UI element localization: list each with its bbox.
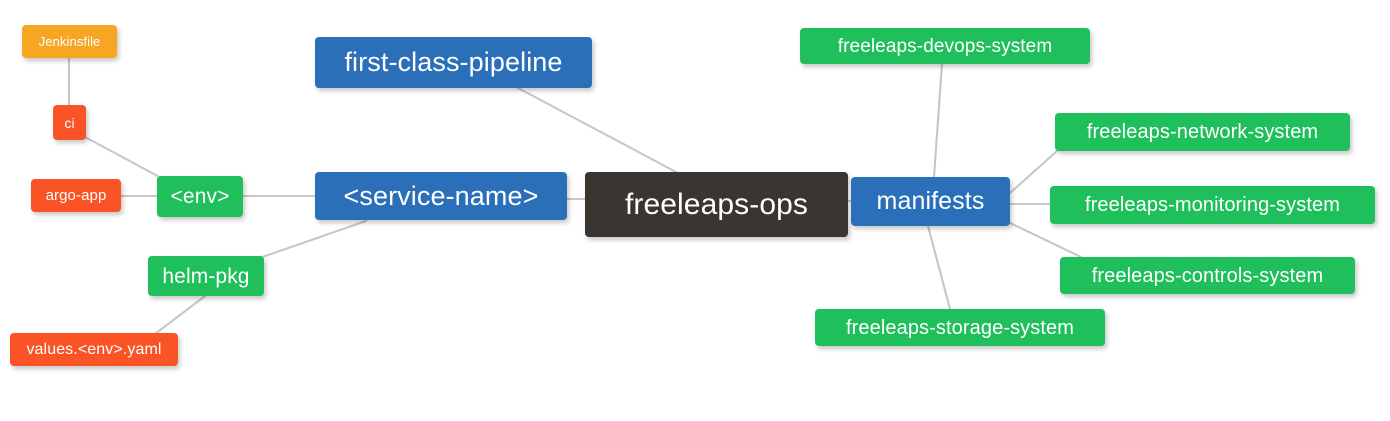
edge-manifests-storagesystem: [926, 224, 952, 311]
node-service-name-label: <service-name>: [343, 180, 539, 211]
node-first-class-pipeline-label: first-class-pipeline: [344, 47, 563, 77]
node-freeleaps-network-system-label: freeleaps-network-system: [1086, 121, 1319, 143]
edge-helmpkg-servicename: [246, 219, 368, 264]
node-service-name[interactable]: <service-name>: [315, 172, 567, 220]
node-freeleaps-controls-system-label: freeleaps-controls-system: [1091, 264, 1324, 287]
node-jenkinsfile-label: Jenkinsfile: [38, 34, 101, 49]
node-root-freeleaps-ops-label: freeleaps-ops: [624, 187, 809, 221]
node-freeleaps-storage-system-label: freeleaps-storage-system: [845, 316, 1075, 339]
node-values-yaml[interactable]: values.<env>.yaml: [10, 333, 178, 366]
node-root-freeleaps-ops[interactable]: freeleaps-ops: [585, 172, 848, 237]
edge-firstclasspipeline-root: [516, 86, 678, 174]
node-freeleaps-monitoring-system[interactable]: freeleaps-monitoring-system: [1050, 186, 1375, 224]
node-helm-pkg-label: helm-pkg: [162, 264, 250, 288]
node-first-class-pipeline[interactable]: first-class-pipeline: [315, 37, 592, 88]
node-manifests[interactable]: manifests: [851, 177, 1010, 226]
node-values-yaml-label: values.<env>.yaml: [26, 340, 162, 358]
edge-manifests-controlssystem: [1004, 219, 1083, 259]
edge-valuesyaml-helmpkg: [153, 294, 207, 336]
node-freeleaps-monitoring-system-label: freeleaps-monitoring-system: [1084, 194, 1340, 216]
edge-ci-env: [83, 135, 167, 182]
node-env[interactable]: <env>: [157, 176, 243, 217]
node-ci[interactable]: ci: [53, 105, 86, 140]
node-freeleaps-devops-system-label: freeleaps-devops-system: [837, 35, 1053, 57]
node-manifests-label: manifests: [876, 187, 985, 215]
node-helm-pkg[interactable]: helm-pkg: [148, 256, 264, 296]
node-jenkinsfile[interactable]: Jenkinsfile: [22, 25, 117, 58]
node-ci-label: ci: [64, 114, 75, 131]
edge-manifests-devopssystem: [932, 62, 944, 179]
node-freeleaps-network-system[interactable]: freeleaps-network-system: [1055, 113, 1350, 151]
node-argo-app[interactable]: argo-app: [31, 179, 121, 212]
node-freeleaps-storage-system[interactable]: freeleaps-storage-system: [815, 309, 1105, 346]
node-freeleaps-controls-system[interactable]: freeleaps-controls-system: [1060, 257, 1355, 294]
node-argo-app-label: argo-app: [45, 187, 107, 204]
node-env-label: <env>: [170, 185, 230, 208]
node-freeleaps-devops-system[interactable]: freeleaps-devops-system: [800, 28, 1090, 64]
